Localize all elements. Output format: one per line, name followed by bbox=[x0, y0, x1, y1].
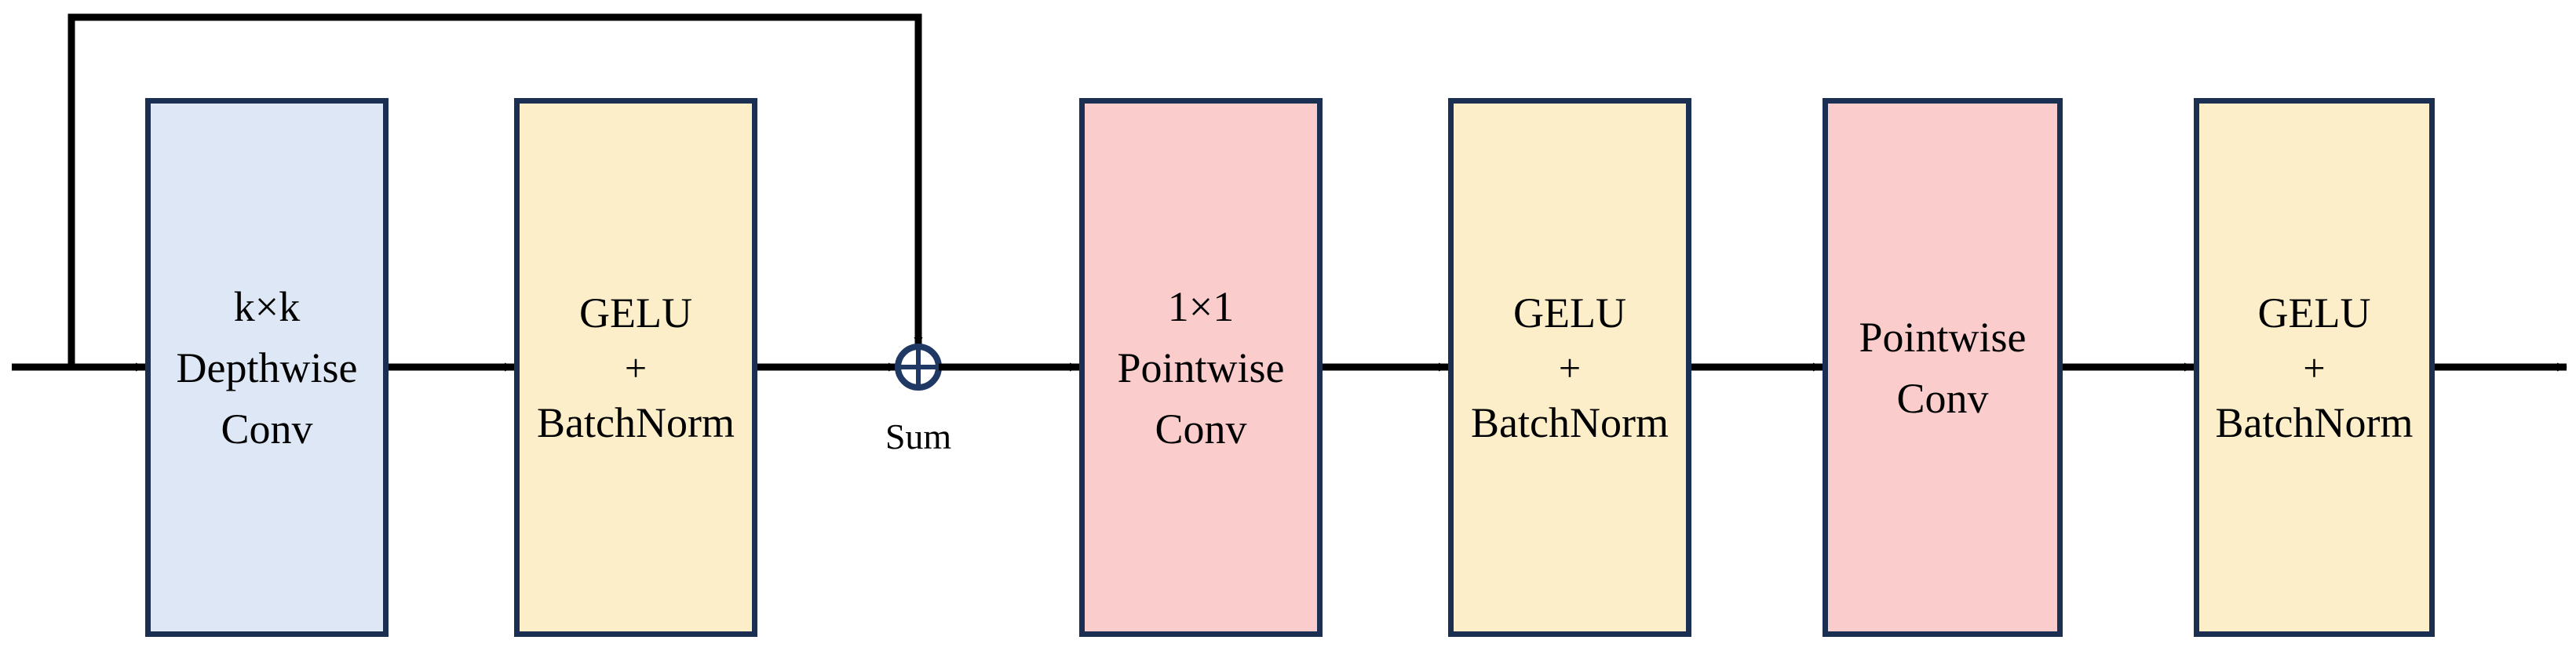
node-gelu-batchnorm-1[interactable]: GELU + BatchNorm bbox=[514, 98, 757, 637]
node-line: BatchNorm bbox=[537, 398, 735, 446]
node-line: Depthwise bbox=[176, 344, 358, 391]
node-gelu-batchnorm-3[interactable]: GELU + BatchNorm bbox=[2194, 98, 2435, 637]
node-line: GELU bbox=[579, 289, 692, 336]
node-line: BatchNorm bbox=[1471, 398, 1669, 446]
node-gelu-batchnorm-2[interactable]: GELU + BatchNorm bbox=[1448, 98, 1691, 637]
node-line: 1×1 bbox=[1167, 282, 1235, 330]
node-line: Conv bbox=[1155, 405, 1247, 453]
node-line: GELU bbox=[1513, 289, 1626, 336]
node-line: Pointwise bbox=[1117, 344, 1285, 391]
node-pointwise-conv-1[interactable]: 1×1 Pointwise Conv bbox=[1079, 98, 1323, 637]
node-depthwise-conv[interactable]: k×k Depthwise Conv bbox=[145, 98, 389, 637]
node-line: k×k bbox=[233, 282, 301, 330]
node-line: BatchNorm bbox=[2215, 398, 2414, 446]
node-line: Pointwise bbox=[1859, 313, 2027, 361]
sum-node[interactable] bbox=[893, 342, 943, 392]
node-line: GELU bbox=[2257, 289, 2371, 336]
node-line: + bbox=[1558, 345, 1582, 390]
node-line: + bbox=[624, 345, 648, 390]
node-line: Conv bbox=[1896, 374, 1989, 422]
sum-label: Sum bbox=[885, 416, 952, 456]
node-line: + bbox=[2303, 345, 2326, 390]
node-line: Conv bbox=[221, 405, 313, 453]
node-pointwise-conv-2[interactable]: Pointwise Conv bbox=[1823, 98, 2063, 637]
